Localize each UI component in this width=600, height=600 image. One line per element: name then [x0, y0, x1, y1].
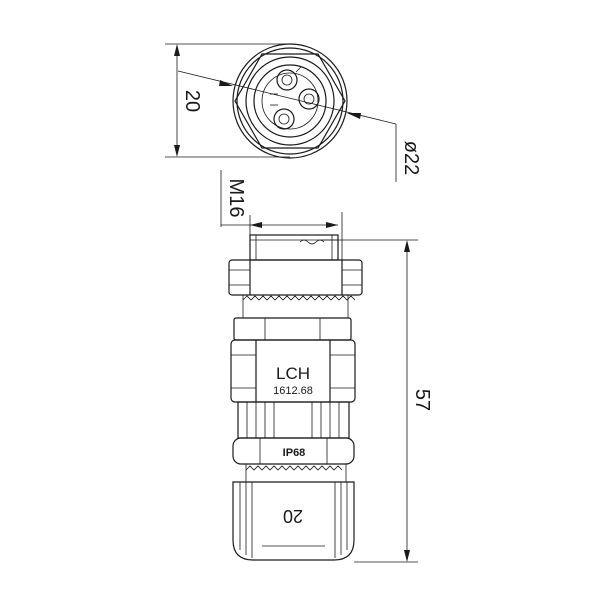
dimension-thread: M16: [220, 170, 343, 268]
dimension-length: 57: [322, 239, 433, 563]
rating-marking: IP68: [283, 447, 306, 459]
model-marking: 1612.68: [273, 385, 313, 397]
end-view: [232, 43, 348, 159]
length-label: 57: [411, 389, 433, 411]
side-view: [228, 234, 363, 561]
height-label: 20: [181, 90, 203, 112]
thread-label: M16: [225, 179, 247, 218]
size-marking: 20: [283, 506, 303, 526]
dimension-diameter: ø22: [177, 70, 422, 182]
brand-marking: LCH: [276, 364, 310, 383]
dimension-height: 20: [165, 43, 290, 158]
diameter-label: ø22: [400, 141, 422, 175]
